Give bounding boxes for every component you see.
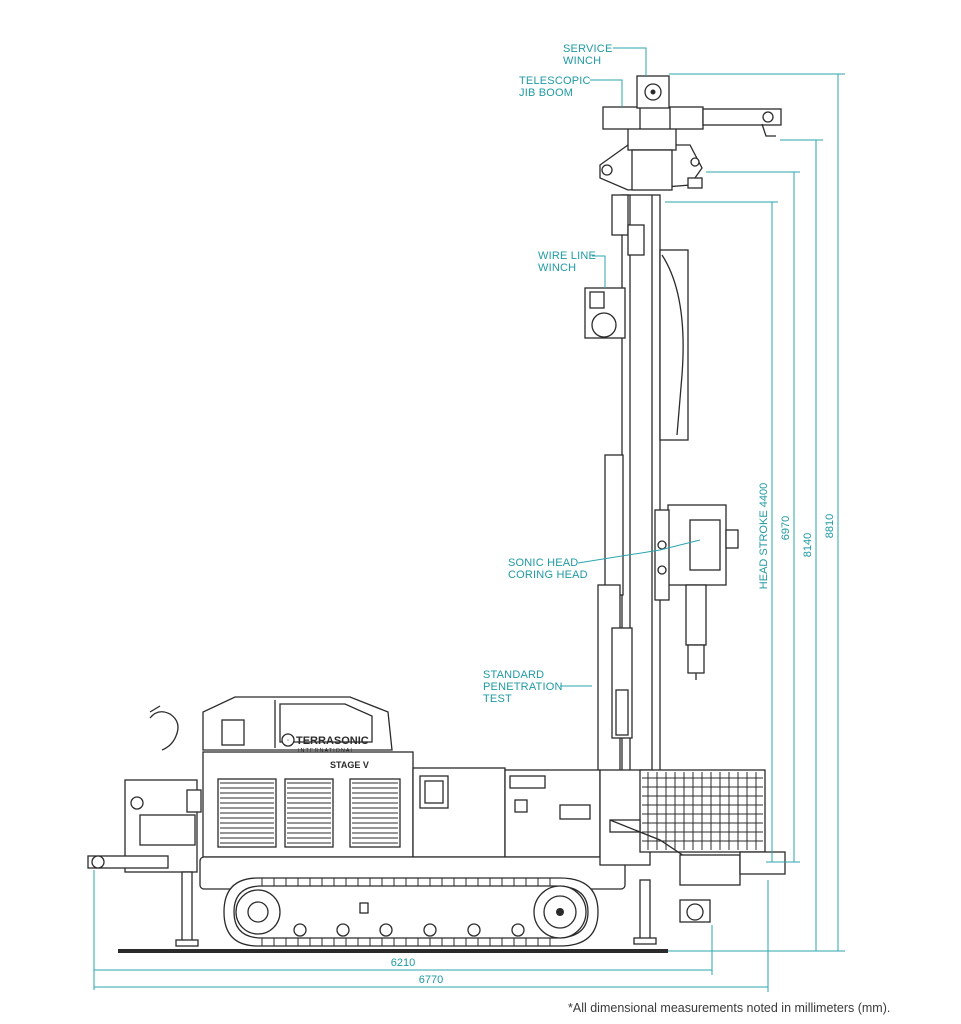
grille-slats xyxy=(220,782,398,844)
track-roller xyxy=(293,923,307,937)
front-stabilizer xyxy=(633,879,657,945)
dimension-8140: 8140 xyxy=(780,139,823,951)
dim-8140: 8140 xyxy=(802,533,814,557)
track-roller xyxy=(336,923,350,937)
telescopic-jib-boom xyxy=(602,106,782,137)
rear-stabilizer xyxy=(175,871,199,947)
callout-spt-line3: TEST xyxy=(483,693,512,705)
track-roller xyxy=(379,923,393,937)
callout-sonic-head: SONIC HEAD CORING HEAD xyxy=(508,539,701,581)
rear-control-panel xyxy=(87,779,202,873)
exhaust-stack xyxy=(149,705,179,751)
callout-telescopic-jib-boom: TELESCOPIC JIB BOOM xyxy=(519,75,623,107)
callout-wireline-line1: WIRE LINE xyxy=(538,250,596,262)
dimension-6210: 6210 xyxy=(93,870,713,990)
service-winch xyxy=(636,75,670,109)
track-rollers xyxy=(293,923,525,937)
standard-penetration-test-unit xyxy=(611,627,633,739)
callout-service-winch: SERVICE WINCH xyxy=(563,43,647,76)
dimension-6970: 6970 xyxy=(706,171,800,862)
callout-jib-line1: TELESCOPIC xyxy=(519,75,591,87)
brand-logo: TERRASONIC INTERNATIONAL xyxy=(287,735,369,754)
footnote: *All dimensional measurements noted in m… xyxy=(568,1001,891,1015)
callout-wireline-line2: WINCH xyxy=(538,262,576,274)
dim-8810: 8810 xyxy=(824,514,836,538)
crawler-track xyxy=(199,856,626,947)
dim-head-stroke: HEAD STROKE 4400 xyxy=(758,483,770,589)
dimension-head-stroke: HEAD STROKE 4400 xyxy=(665,201,800,863)
wire-line-winch xyxy=(584,287,626,339)
track-roller xyxy=(467,923,481,937)
track-shoes xyxy=(261,878,551,946)
callout-wire-line-winch: WIRE LINE WINCH xyxy=(538,250,606,288)
crown-block xyxy=(599,127,703,191)
dim-6210: 6210 xyxy=(391,957,415,969)
callout-spt-line2: PENETRATION xyxy=(483,681,563,693)
track-roller xyxy=(511,923,525,937)
callout-jib-line2: JIB BOOM xyxy=(519,87,573,99)
track-roller xyxy=(423,923,437,937)
callout-sonic-line2: CORING HEAD xyxy=(508,569,588,581)
safety-cage-mesh xyxy=(642,772,763,850)
callout-sonic-line1: SONIC HEAD xyxy=(508,557,578,569)
callout-spt-line1: STANDARD xyxy=(483,669,544,681)
cab xyxy=(202,696,393,751)
stage-badge: STAGE V xyxy=(330,760,369,770)
dimension-overall-height: 8810 xyxy=(668,73,845,952)
logo-text: TERRASONIC xyxy=(296,735,369,747)
sonic-head xyxy=(654,504,739,680)
dim-6770: 6770 xyxy=(419,974,443,986)
callout-spt: STANDARD PENETRATION TEST xyxy=(483,669,592,705)
dimension-6770: 6770 xyxy=(94,880,769,992)
logo-subtext: INTERNATIONAL xyxy=(298,748,355,754)
callout-service-winch-line2: WINCH xyxy=(563,55,601,67)
callout-service-winch-line1: SERVICE xyxy=(563,43,613,55)
dim-6970: 6970 xyxy=(780,516,792,540)
